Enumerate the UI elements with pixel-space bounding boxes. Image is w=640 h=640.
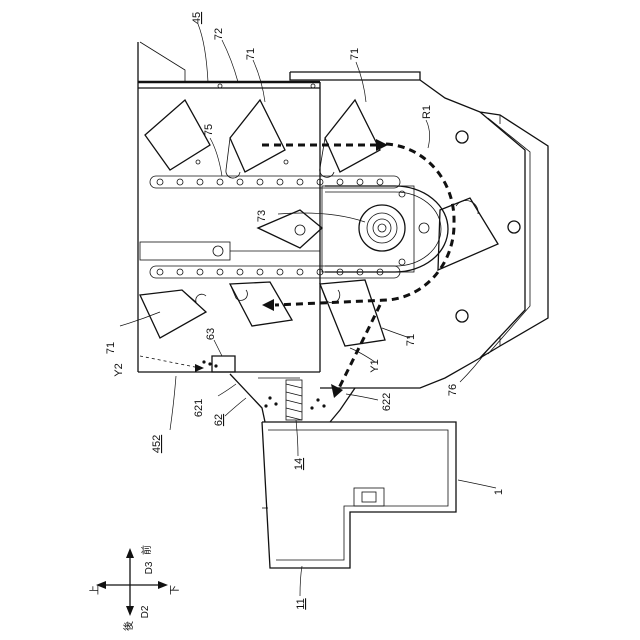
leader-lines	[120, 24, 496, 596]
tipping-bucket	[438, 198, 498, 270]
label-75: 75	[203, 124, 215, 136]
dir-d2: D2	[140, 605, 151, 618]
label-71-c: 71	[105, 342, 117, 354]
elevator-casing	[138, 42, 320, 372]
label-14: 14	[293, 458, 305, 470]
label-73: 73	[256, 210, 268, 222]
label-622: 622	[381, 393, 393, 411]
reference-numerals: 45 72 71 71 75 R1 73 71 63 71 Y2 Y1 621 …	[105, 12, 505, 610]
dir-rear: 後	[122, 621, 135, 631]
label-452: 452	[151, 435, 163, 453]
head-sprocket-assembly	[322, 186, 448, 272]
direction-indicator: 前 後 上 下 D2 D3	[89, 545, 181, 631]
grain-tank	[262, 422, 456, 568]
label-621: 621	[193, 399, 205, 417]
label-62: 62	[213, 414, 225, 426]
label-71-d: 71	[405, 334, 417, 346]
label-Y2: Y2	[113, 363, 125, 376]
label-R1: R1	[421, 105, 433, 119]
label-Y1: Y1	[369, 359, 381, 372]
label-76: 76	[447, 384, 459, 396]
label-63: 63	[205, 328, 217, 340]
label-71-a: 71	[245, 48, 257, 60]
dir-front: 前	[140, 545, 153, 555]
label-11: 11	[295, 598, 307, 609]
dir-down: 下	[170, 585, 181, 595]
path-y2	[140, 356, 204, 372]
label-72: 72	[213, 28, 225, 40]
transport-path-r1	[262, 139, 454, 398]
dir-d3: D3	[144, 561, 155, 574]
label-1: 1	[493, 489, 505, 495]
dir-up: 上	[89, 585, 101, 595]
label-45: 45	[191, 12, 203, 24]
upper-buckets	[145, 100, 380, 178]
label-71-b: 71	[349, 48, 361, 60]
